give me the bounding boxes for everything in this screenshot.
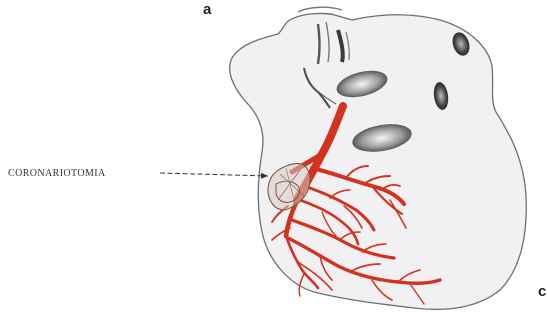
vessel-stub-right <box>298 7 342 12</box>
panel-label-c: c <box>538 283 546 300</box>
callout-arrow <box>160 173 268 176</box>
panel-label-a: a <box>203 1 212 18</box>
heart-outline <box>230 14 527 310</box>
coronariotomia-label: CORONARIOTOMIA <box>8 168 106 179</box>
